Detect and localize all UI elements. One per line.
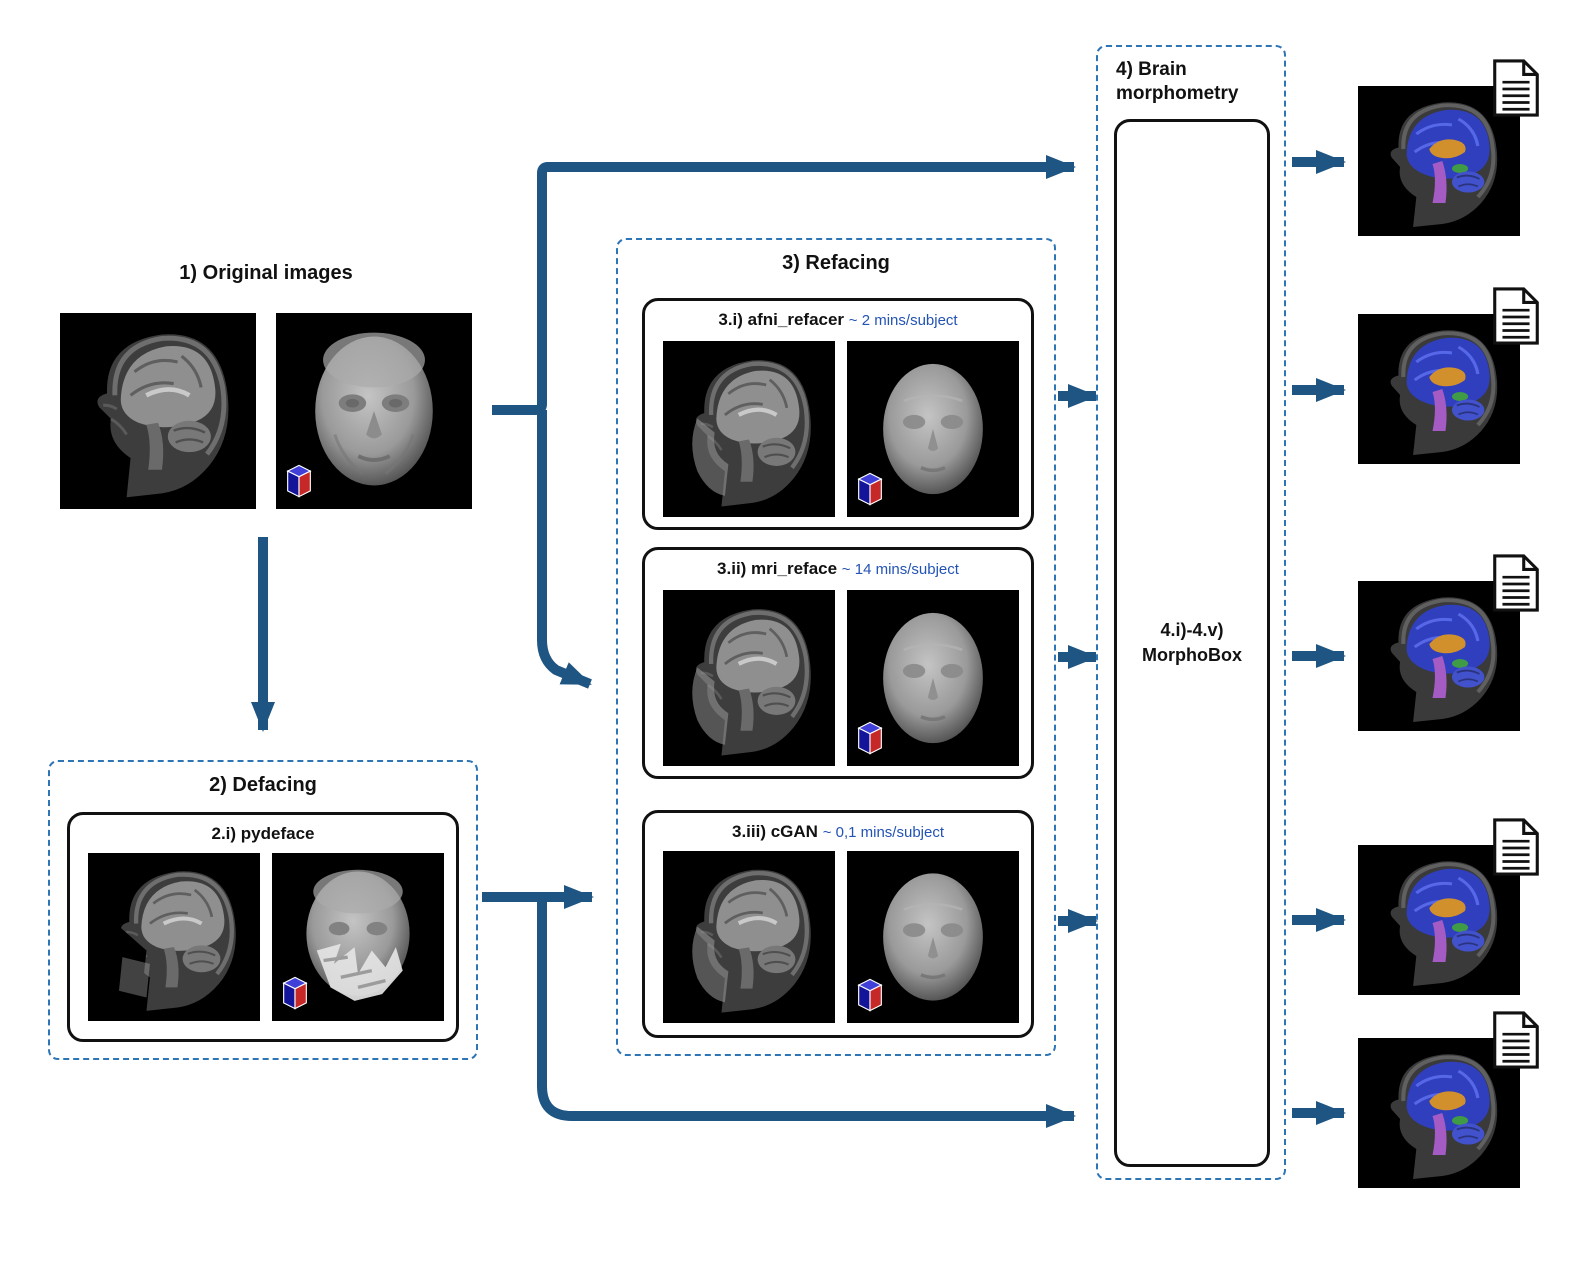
morphometry-output-5 bbox=[1358, 1038, 1520, 1188]
document-icon bbox=[1490, 287, 1542, 345]
afni-refacer-label: 3.i) afni_refacer bbox=[718, 310, 845, 329]
original-sagittal-mri-image bbox=[60, 313, 256, 509]
orientation-cube-icon bbox=[853, 718, 887, 758]
original-3d-head-image bbox=[276, 313, 472, 509]
afni-refaced-3d-head-image bbox=[847, 341, 1019, 517]
mri-reface-label: 3.ii) mri_reface bbox=[717, 559, 838, 578]
pydeface-label: 2.i) pydeface bbox=[211, 824, 315, 843]
orientation-cube-icon bbox=[278, 973, 312, 1013]
pydeface-box: 2.i) pydeface bbox=[67, 812, 459, 1042]
document-icon bbox=[1490, 59, 1542, 117]
document-icon bbox=[1490, 818, 1542, 876]
morphobox-label-line1: 4.i)-4.v) bbox=[1160, 619, 1224, 640]
mri-reface-box-title: 3.ii) mri_reface ~ 14 mins/subject bbox=[645, 559, 1031, 579]
morphometry-output-3 bbox=[1358, 581, 1520, 731]
cgan-refaced-sagittal-image bbox=[663, 851, 835, 1023]
segmented-brain-image bbox=[1358, 86, 1520, 236]
cgan-box: 3.iii) cGAN ~ 0,1 mins/subject bbox=[642, 810, 1034, 1038]
document-icon bbox=[1490, 554, 1542, 612]
defacing-section: 2) Defacing 2.i) pydeface bbox=[48, 760, 478, 1060]
orientation-cube-icon bbox=[282, 461, 316, 501]
afni-refaced-sagittal-image bbox=[663, 341, 835, 517]
segmented-brain-image bbox=[1358, 314, 1520, 464]
morphometry-output-4 bbox=[1358, 845, 1520, 995]
orientation-cube-icon bbox=[853, 469, 887, 509]
defaced-3d-head-image bbox=[272, 853, 444, 1021]
arrow-original-to-refacing bbox=[537, 410, 592, 689]
segmented-brain-image bbox=[1358, 845, 1520, 995]
mri-reface-box: 3.ii) mri_reface ~ 14 mins/subject bbox=[642, 547, 1034, 779]
morphometry-output-2 bbox=[1358, 314, 1520, 464]
defacing-title: 2) Defacing bbox=[209, 774, 317, 796]
mri-refaced-sagittal-image bbox=[663, 590, 835, 766]
document-icon bbox=[1490, 1011, 1542, 1069]
morphometry-title: 4) Brain morphometry bbox=[1116, 59, 1239, 104]
orientation-cube-icon bbox=[853, 975, 887, 1015]
mri-reface-runtime: ~ 14 mins/subject bbox=[841, 561, 959, 578]
segmented-brain-image bbox=[1358, 581, 1520, 731]
pydeface-box-title: 2.i) pydeface bbox=[70, 824, 456, 844]
cgan-refaced-3d-head-image bbox=[847, 851, 1019, 1023]
morphometry-output-1 bbox=[1358, 86, 1520, 236]
morphobox-label-line2: MorphoBox bbox=[1142, 645, 1242, 665]
morphobox: 4.i)-4.v) MorphoBox bbox=[1114, 119, 1270, 1167]
segmented-brain-image bbox=[1358, 1038, 1520, 1188]
refacing-section: 3) Refacing 3.i) afni_refacer ~ 2 mins/s… bbox=[616, 238, 1056, 1056]
refacing-title: 3) Refacing bbox=[782, 252, 890, 274]
afni-refacer-box: 3.i) afni_refacer ~ 2 mins/subject bbox=[642, 298, 1034, 530]
cgan-box-title: 3.iii) cGAN ~ 0,1 mins/subject bbox=[645, 822, 1031, 842]
cgan-runtime: ~ 0,1 mins/subject bbox=[822, 824, 944, 841]
mri-refaced-3d-head-image bbox=[847, 590, 1019, 766]
morphometry-section: 4) Brain morphometry 4.i)-4.v) MorphoBox bbox=[1096, 45, 1286, 1180]
step1-title: 1) Original images bbox=[179, 262, 353, 284]
afni-refacer-runtime: ~ 2 mins/subject bbox=[848, 312, 958, 329]
defaced-sagittal-mri-image bbox=[88, 853, 260, 1021]
cgan-label: 3.iii) cGAN bbox=[731, 822, 818, 841]
afni-refacer-box-title: 3.i) afni_refacer ~ 2 mins/subject bbox=[645, 310, 1031, 330]
